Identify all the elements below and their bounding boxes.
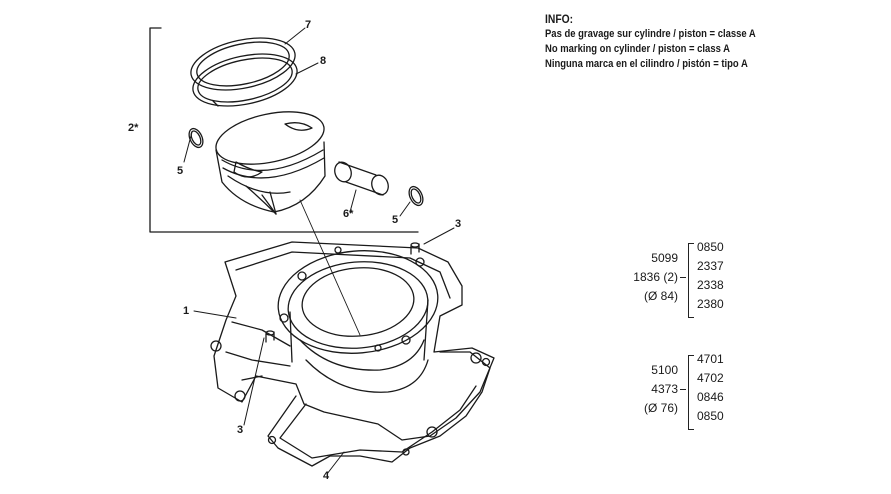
- ref-bracket: [688, 243, 694, 318]
- callout-8: 8: [320, 55, 327, 67]
- ref-connector: [680, 277, 686, 279]
- ref-code: 2338: [697, 278, 724, 292]
- callout-7: 7: [305, 19, 312, 31]
- ref-codes: 0850 2337 2338 2380: [697, 238, 724, 314]
- ref-bracket: [688, 355, 694, 430]
- ref-code: 4701: [697, 352, 724, 366]
- info-line-en: No marking on cylinder / piston = class …: [545, 43, 730, 55]
- ref-model: 5100: [651, 363, 678, 377]
- ref-code: 0850: [697, 409, 724, 423]
- ref-code: 0846: [697, 390, 724, 404]
- piston-pin: [334, 161, 389, 196]
- piston: [215, 111, 326, 215]
- info-note: INFO: Pas de gravage sur cylindre / pist…: [545, 12, 756, 72]
- callout-4: 4: [323, 470, 330, 482]
- callout-2: 2*: [128, 122, 139, 134]
- ref-model: 5099: [651, 251, 678, 265]
- callout-3-top: 3: [455, 218, 462, 230]
- ref-code: 0850: [697, 240, 724, 254]
- cylinder: [210, 241, 495, 441]
- callout-6: 6*: [343, 208, 354, 220]
- circlips: [188, 127, 424, 207]
- info-line-fr: Pas de gravage sur cylindre / piston = c…: [545, 28, 756, 40]
- info-title: INFO:: [545, 12, 574, 26]
- ref-codes: 4701 4702 0846 0850: [697, 350, 724, 426]
- callout-5-left: 5: [177, 165, 184, 177]
- ref-connector: [680, 389, 686, 391]
- ref-code: 2337: [697, 259, 724, 273]
- ref-code: 2380: [697, 297, 724, 311]
- ref-variant: 1836 (2): [633, 270, 678, 284]
- callout-5-right: 5: [392, 214, 399, 226]
- ref-code: 4702: [697, 371, 724, 385]
- base-gasket: [267, 351, 491, 467]
- info-line-es: Ninguna marca en el cilindro / pistón = …: [545, 58, 748, 70]
- ref-bore: (Ø 84): [643, 289, 678, 303]
- piston-rings: [190, 37, 298, 107]
- callout-1: 1: [183, 305, 190, 317]
- ref-variant: 4373: [651, 382, 678, 396]
- group-bracket: [149, 27, 419, 233]
- leader-lines: [183, 27, 455, 475]
- dowels: [265, 242, 420, 343]
- callout-3-bottom: 3: [237, 424, 244, 436]
- ref-bore: (Ø 76): [643, 401, 678, 415]
